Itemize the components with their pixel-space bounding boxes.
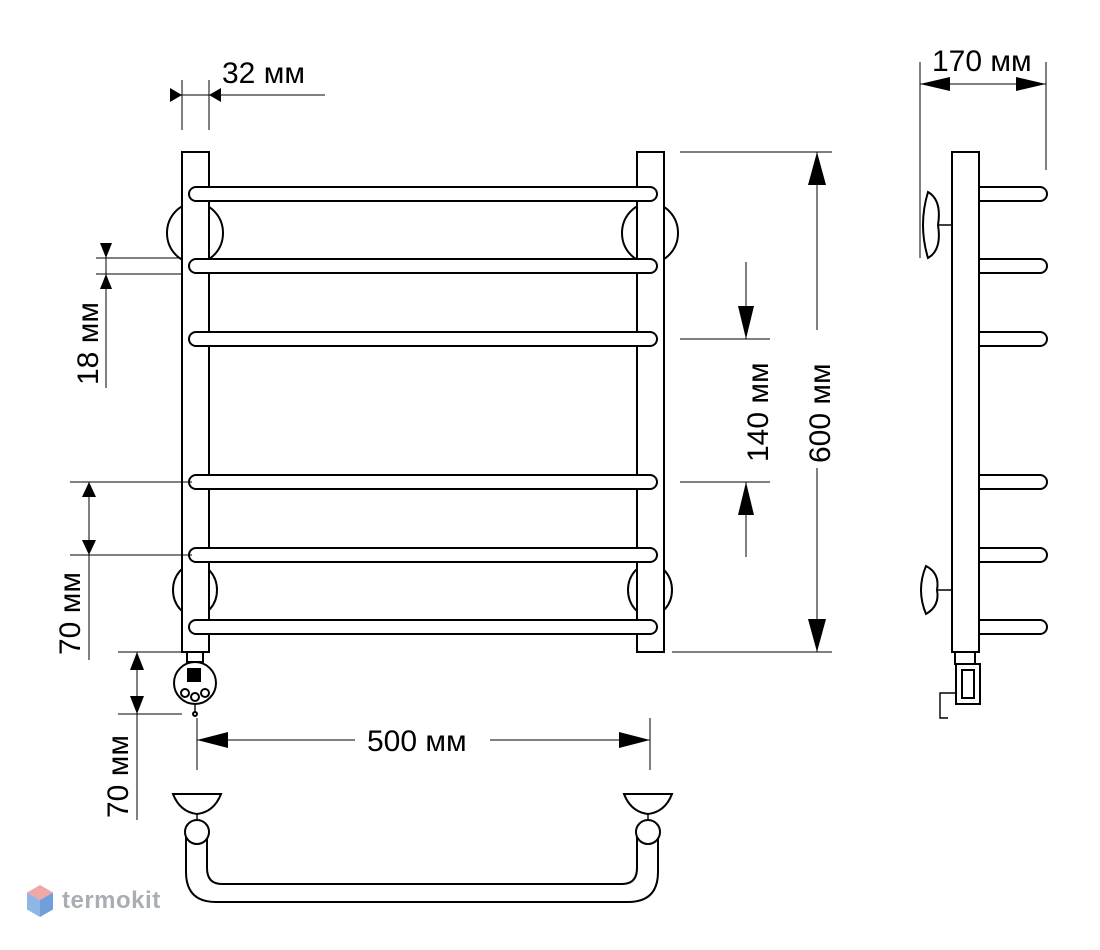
side-heater [939,651,981,719]
hexagon-logo-icon [27,885,53,917]
top-frame-inner [206,835,638,885]
dimension-width: 500 мм [196,718,651,770]
watermark-text: termokit [62,887,161,914]
side-rungs [970,186,1048,635]
front-view [166,151,679,717]
top-frame-outline [185,835,659,903]
side-wall-mount-top [922,190,952,260]
heater-element [173,651,217,717]
top-mount-right [622,793,674,816]
dimension-rung-spacing: 140 мм [680,262,775,557]
side-wall-mount-bottom [920,564,952,616]
top-view [171,793,674,903]
dimension-mount-spacing: 70 мм [54,481,192,660]
rungs [188,186,658,635]
dimension-label-heater-offset: 70 мм [102,735,135,818]
left-post [181,151,210,653]
dimension-post-width: 32 мм [170,57,325,130]
dimension-label-rung-gap: 18 мм [72,302,105,385]
dimension-label-height: 600 мм [804,363,837,463]
dimension-height: 600 мм [672,151,837,653]
top-mount-left [171,793,223,816]
dimension-depth: 170 мм [919,45,1047,258]
dimension-label-rung-spacing: 140 мм [742,362,775,462]
dimension-heater-offset: 70 мм [102,651,182,820]
right-post [636,151,665,653]
dimension-rung-gap: 18 мм [72,243,182,388]
dimension-label-mount-spacing: 70 мм [54,572,87,655]
dimension-label-width: 500 мм [367,725,467,758]
dimension-label-post-width: 32 мм [222,57,305,90]
watermark: termokit [26,884,161,918]
top-joint-left [184,819,210,845]
top-joint-right [635,819,661,845]
side-view [920,151,1048,719]
dimension-label-depth: 170 мм [932,45,1032,78]
side-post [951,151,980,653]
